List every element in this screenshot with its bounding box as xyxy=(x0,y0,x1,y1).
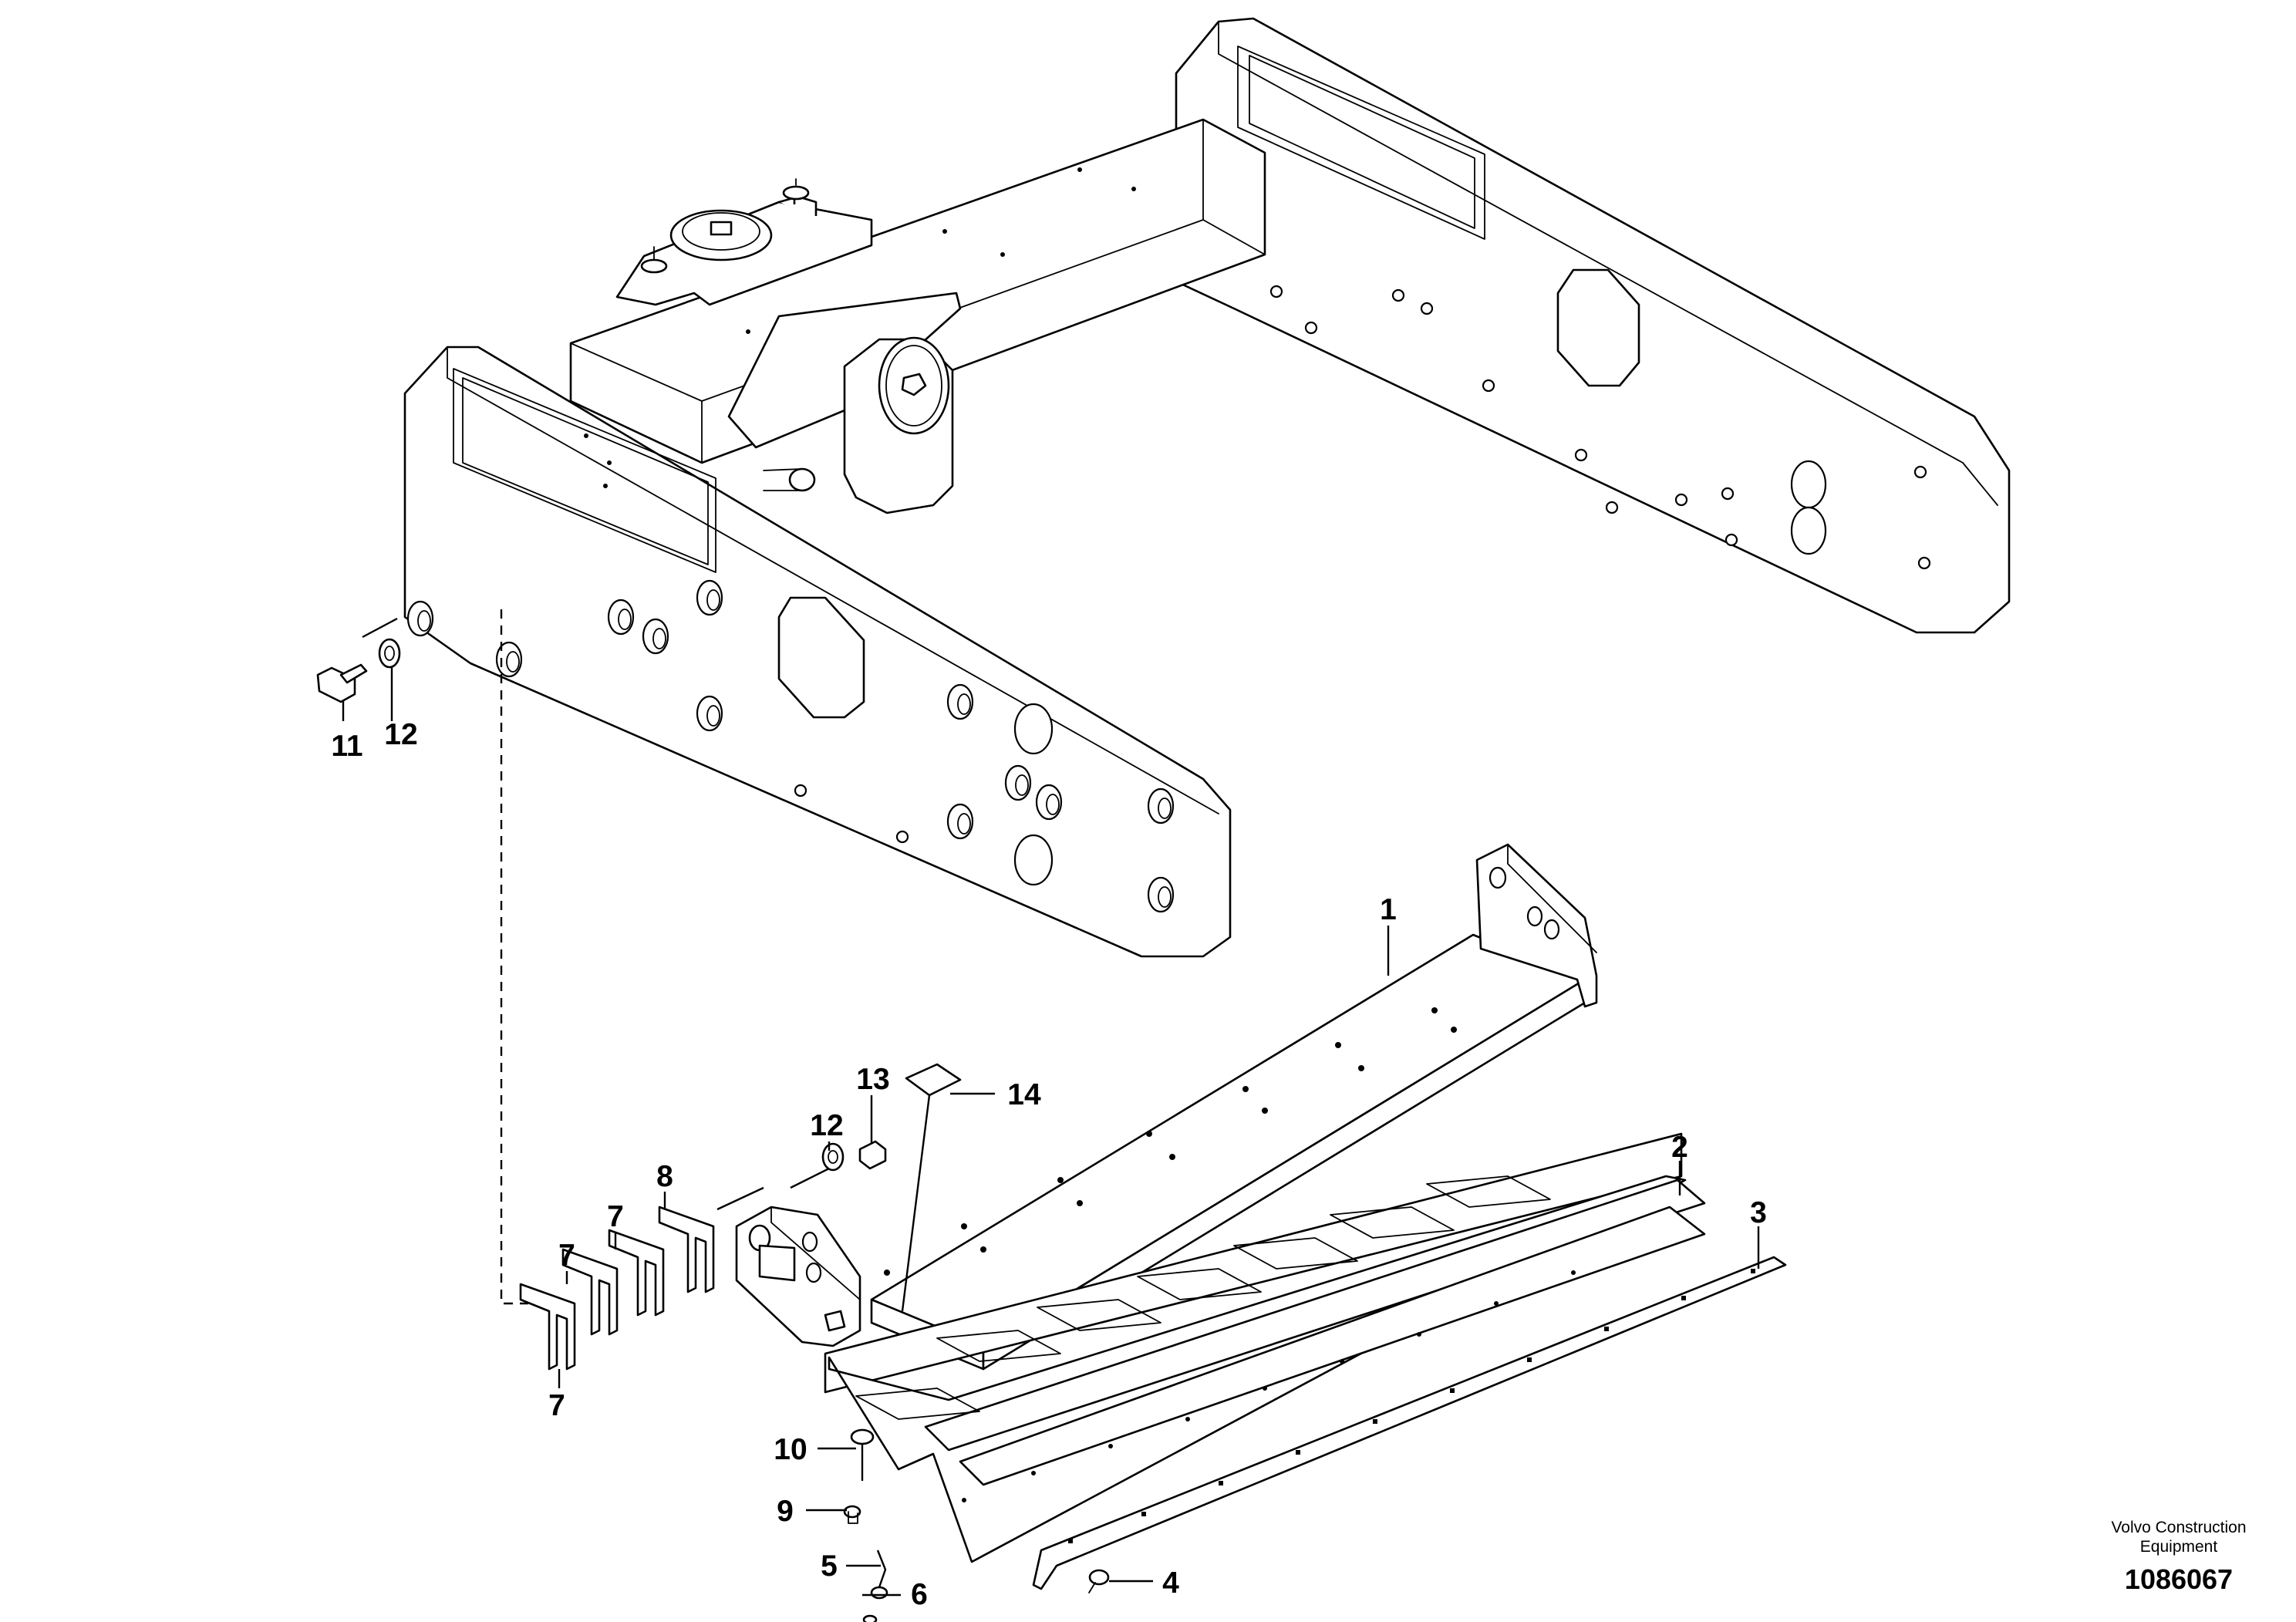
brand-line-1: Volvo Construction xyxy=(2111,1519,2246,1536)
callout-2: 2 xyxy=(1671,1131,1688,1164)
scraper-plate-drawing xyxy=(824,1132,1706,1563)
callout-10: 10 xyxy=(774,1433,807,1466)
callout-13: 13 xyxy=(856,1063,889,1096)
callout-4: 4 xyxy=(1162,1566,1179,1600)
callout-leaders xyxy=(342,667,1760,1597)
callout-3: 3 xyxy=(1750,1196,1767,1229)
bolt-and-washer-drawing xyxy=(316,617,401,703)
shims-drawing xyxy=(519,1186,764,1371)
callout-11: 11 xyxy=(331,730,362,763)
callout-7b: 7 xyxy=(607,1200,624,1233)
assembly-dashed-line xyxy=(500,609,528,1305)
callout-14: 14 xyxy=(1007,1078,1041,1111)
callout-1: 1 xyxy=(1380,893,1397,926)
wear-strip-drawing xyxy=(1032,1256,1787,1590)
callout-12b: 12 xyxy=(810,1109,843,1142)
main-frame-drawing xyxy=(403,17,2011,958)
callout-7a: 7 xyxy=(558,1239,575,1272)
small-fasteners-drawing xyxy=(843,1428,1110,1622)
document-number: 1086067 xyxy=(2125,1563,2233,1595)
callout-9: 9 xyxy=(777,1495,794,1528)
callout-5: 5 xyxy=(821,1549,838,1583)
callout-8: 8 xyxy=(656,1160,673,1193)
callout-7c: 7 xyxy=(548,1389,565,1422)
brand-line-2: Equipment xyxy=(2140,1538,2218,1556)
callout-6: 6 xyxy=(911,1578,928,1611)
callout-12a: 12 xyxy=(384,718,417,751)
washer-nut-tag-drawing xyxy=(790,1063,962,1312)
